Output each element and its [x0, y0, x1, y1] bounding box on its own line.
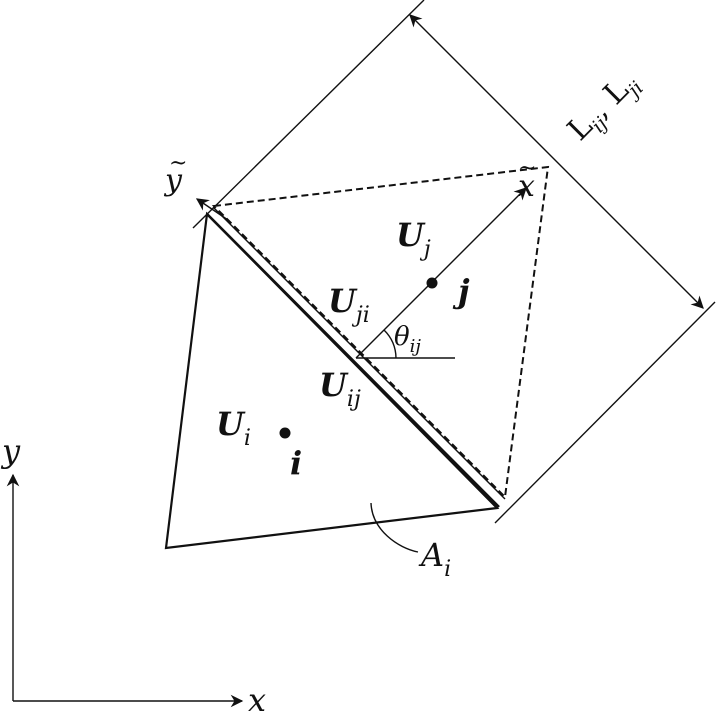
theta-arc — [383, 329, 397, 359]
Uji-label: Uji — [328, 282, 370, 328]
theta-label: θij — [394, 322, 421, 357]
local-y-tilde-mark: ~ — [169, 151, 187, 176]
global-y-label: y — [0, 432, 21, 470]
shared-edge — [206, 213, 500, 508]
local-x-axis — [355, 187, 527, 359]
Uij-label: Uij — [319, 366, 361, 412]
shared-edge-inner — [212, 206, 506, 500]
extension-line-bottom — [494, 301, 716, 524]
length-dimension-arrow — [409, 14, 704, 309]
Ui-label: Ui — [216, 405, 251, 451]
local-x-label: x — [518, 169, 535, 204]
area-pointer-line — [370, 502, 419, 553]
local-x-tilde-mark: ~ — [518, 156, 536, 181]
node-j-label: j — [452, 272, 470, 310]
node-i-label: i — [290, 444, 302, 482]
extension-line-top — [192, 0, 425, 229]
length-label: Lij, Lji — [561, 64, 648, 151]
local-y-label: y — [163, 163, 183, 198]
cell-j-triangle — [211, 165, 550, 500]
Uj-label: Uj — [396, 216, 431, 262]
local-y-axis — [195, 198, 229, 221]
node-j-dot — [426, 277, 438, 289]
area-label: Ai — [418, 536, 451, 582]
global-x-label: x — [248, 681, 266, 719]
node-i-dot — [279, 427, 291, 439]
